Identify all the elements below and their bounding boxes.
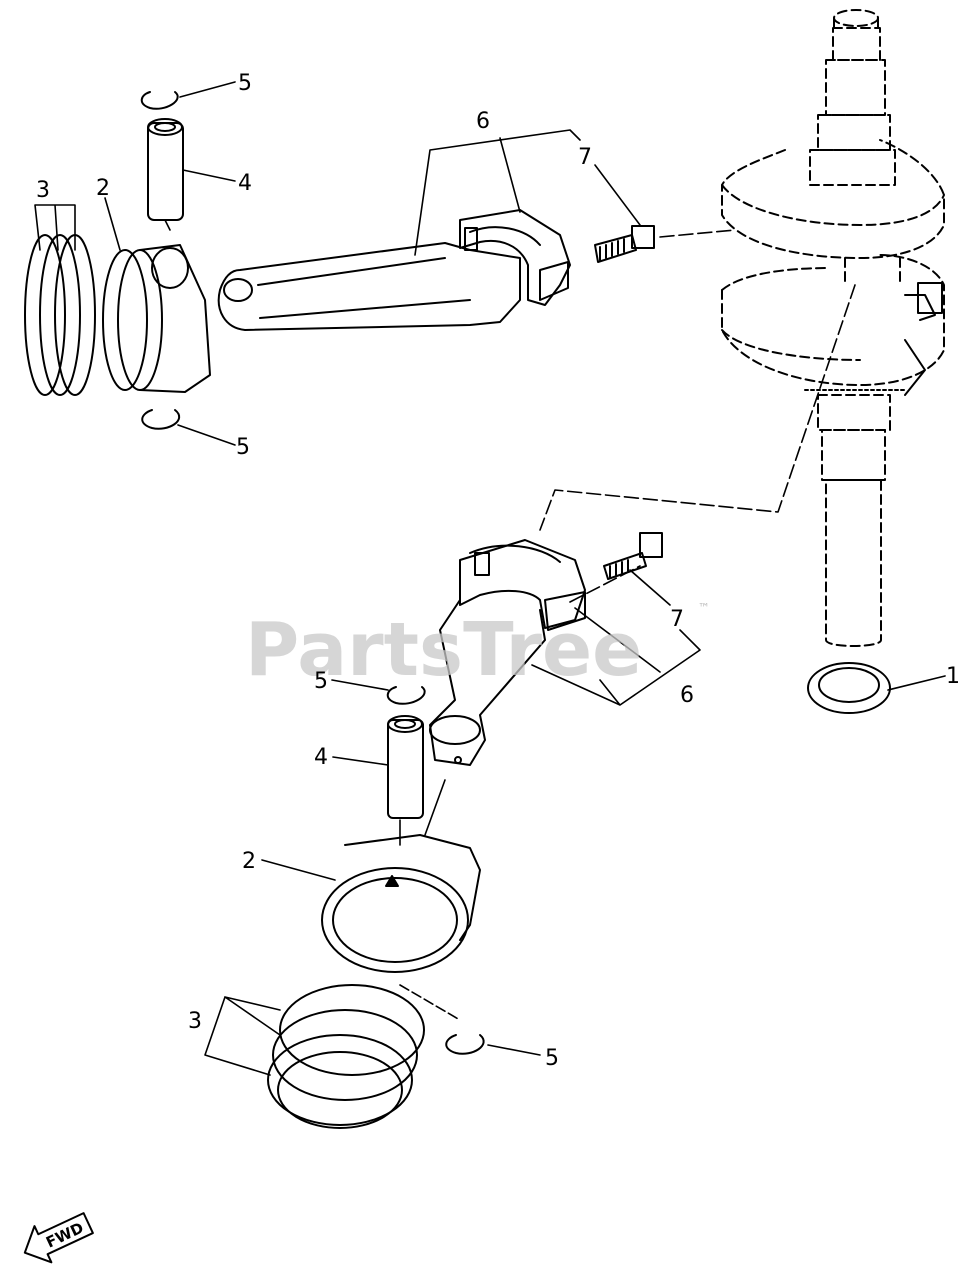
lower-piston	[321, 834, 481, 973]
lower-circlips	[386, 686, 485, 1055]
watermark-text: PartsTree	[245, 607, 642, 693]
lower-piston-pin	[387, 715, 424, 819]
callout-1: 1	[946, 664, 960, 689]
crank-washer	[807, 662, 891, 714]
callout-5-top: 5	[238, 71, 252, 96]
callout-4-upper: 4	[238, 171, 252, 196]
callout-5-bottom: 5	[545, 1046, 559, 1071]
callout-5-upper-bottom: 5	[236, 435, 250, 460]
lower-rod-bolt	[603, 532, 663, 580]
callout-6-lower: 6	[680, 683, 694, 708]
callout-7-lower: 7	[670, 607, 684, 632]
callout-3-lower: 3	[188, 1009, 202, 1034]
upper-piston-rings	[24, 234, 96, 396]
callout-2-lower: 2	[242, 849, 256, 874]
callout-3-upper: 3	[36, 178, 50, 203]
callout-4-lower: 4	[314, 745, 328, 770]
callout-2-upper: 2	[96, 176, 110, 201]
assembly-guide-lines	[164, 219, 856, 603]
watermark: PartsTree ™	[245, 601, 710, 693]
watermark-trademark: ™	[698, 601, 710, 615]
fwd-arrow-icon: FWD	[23, 1212, 94, 1264]
callout-labels: 1 2 2 3 3 4 4 5 5 5 5 6 6 7 7	[36, 71, 960, 1071]
upper-circlips	[140, 91, 181, 430]
upper-piston-pin	[147, 118, 184, 221]
upper-rod-bolt	[594, 225, 655, 263]
upper-piston	[102, 244, 211, 393]
crank-timing-gear	[804, 282, 943, 396]
lower-connecting-rod	[429, 539, 586, 766]
callout-5-middle: 5	[314, 669, 328, 694]
callout-6-upper: 6	[476, 109, 490, 134]
upper-connecting-rod	[217, 209, 571, 331]
crankshaft	[721, 9, 945, 647]
callout-7-upper: 7	[578, 145, 592, 170]
leader-lines	[34, 81, 946, 1076]
lower-piston-rings	[267, 984, 425, 1129]
